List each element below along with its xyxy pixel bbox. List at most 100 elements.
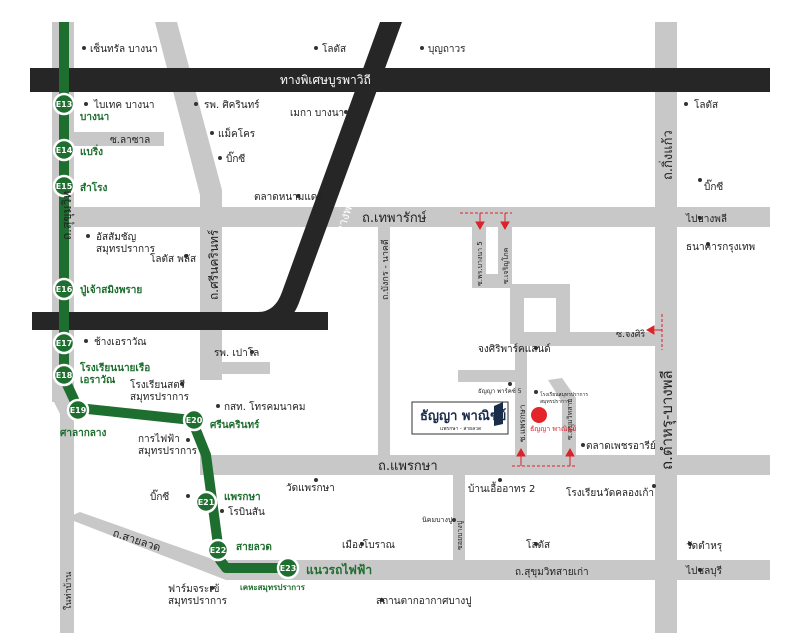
landmark-label: เมกา บางนา bbox=[290, 108, 344, 119]
station-code: E23 bbox=[280, 564, 297, 573]
landmark-mega-bangna: เมกา บางนา bbox=[290, 108, 348, 119]
road-soi-connector bbox=[510, 284, 524, 344]
landmark-label: ธัญญา พาร์คช์ 5 bbox=[478, 387, 522, 395]
entry-arrows bbox=[460, 212, 663, 467]
arrow-head-3 bbox=[645, 325, 655, 335]
label-sukhumvit-old: ถ.สุขุมวิทสายเก่า bbox=[515, 567, 589, 578]
landmark-dot-icon bbox=[652, 484, 656, 488]
landmark-jongsiri-park: จงศิริพาร์คแลนด์ bbox=[478, 343, 551, 355]
project-sign bbox=[411, 401, 509, 435]
landmark-label: บุญถาวร bbox=[428, 44, 466, 55]
landmark-dot-icon bbox=[84, 339, 88, 343]
landmark-dot-icon bbox=[508, 382, 512, 386]
station-name-e20: ศรีนครินทร์ bbox=[210, 419, 260, 431]
landmark-label: บิ๊กซี bbox=[150, 489, 169, 503]
landmark-dot-icon bbox=[210, 131, 214, 135]
landmark-dot-icon bbox=[296, 194, 300, 198]
bts-station-e20: E20 bbox=[182, 408, 206, 432]
landmark-pai-chonburi: ไปชลบุรี bbox=[685, 565, 723, 577]
landmark-label: นิคมบางปู bbox=[422, 516, 453, 524]
landmark-dot-icon bbox=[380, 598, 384, 602]
station-name-e21: แพรกษา bbox=[224, 492, 261, 503]
landmark-label: แม็คโคร bbox=[218, 126, 256, 140]
landmark-dot-icon bbox=[706, 242, 710, 246]
label-soi-project: ซ.สุขุมวิทสาย bbox=[566, 399, 574, 441]
landmark-robinson: โรบินสัน bbox=[220, 505, 265, 518]
landmark-label: โลตัส bbox=[322, 42, 346, 55]
road-sai-luat bbox=[66, 512, 232, 580]
station-circle-icon bbox=[52, 277, 76, 301]
landmark-dot-icon bbox=[698, 178, 702, 182]
road-network bbox=[52, 22, 770, 633]
landmark-bunthawon: บุญถาวร bbox=[420, 44, 466, 55]
landmark-dot-icon bbox=[698, 216, 702, 220]
label-thepharak: ถ.เทพารักษ์ bbox=[362, 210, 427, 226]
landmark-label: ตลาดหนามแดง bbox=[254, 192, 322, 203]
station-code: E16 bbox=[56, 285, 73, 294]
station-circle-icon bbox=[206, 538, 230, 562]
road-sukhumvit-old bbox=[226, 560, 770, 580]
landmark-label: จงศิริพาร์คแลนด์ bbox=[478, 343, 551, 355]
road-soi-connector-v bbox=[556, 284, 570, 332]
landmark-label: โลตัส bbox=[694, 98, 718, 111]
landmark-dot-icon bbox=[220, 509, 224, 513]
landmark-dot-icon bbox=[218, 156, 222, 160]
landmark-label: อัสสัมชัญ bbox=[96, 232, 136, 243]
landmark-label: บิ๊กซี bbox=[704, 179, 723, 193]
landmark-label: สมุทรปราการ bbox=[540, 399, 570, 405]
station-name-e13: บางนา bbox=[80, 112, 109, 123]
landmark-assumption: อัสสัมชัญสมุทรปราการ bbox=[86, 232, 156, 255]
arrow-head-4 bbox=[516, 447, 526, 457]
bts-station-e13: E13 bbox=[52, 92, 76, 116]
landmark-rong-rian-satri: โรงเรียนสตรีสมุทรปราการ bbox=[130, 378, 190, 403]
landmark-bangkok-bank: ธนาคารกรุงเทพ bbox=[686, 242, 755, 253]
landmark-dot-icon bbox=[452, 518, 456, 522]
landmark-label: รพ. เปาโล bbox=[214, 346, 259, 359]
landmark-dot-icon bbox=[688, 542, 692, 546]
landmark-label: สมุทรปราการ bbox=[168, 596, 228, 607]
landmark-label: การไฟฟ้า bbox=[138, 433, 180, 445]
station-code: E19 bbox=[70, 406, 87, 415]
landmark-lotus-right: โลตัส bbox=[684, 98, 718, 111]
landmark-label: วัดแพรกษา bbox=[286, 483, 335, 494]
bts-station-e15: E15 bbox=[52, 174, 76, 198]
landmark-wat-phraeksa: วัดแพรกษา bbox=[286, 478, 335, 494]
station-name-e14: แบริ่ง bbox=[80, 144, 103, 158]
landmark-bigc-1: บิ๊กซี bbox=[218, 151, 245, 165]
station-circle-icon bbox=[276, 556, 300, 580]
landmark-bigc-2: บิ๊กซี bbox=[150, 489, 190, 503]
landmark-tanya-park5: ธัญญา พาร์คช์ 5 bbox=[478, 382, 522, 395]
landmark-pea: การไฟฟ้าสมุทรปราการ bbox=[138, 433, 198, 457]
bts-station-e23: E23 bbox=[276, 556, 300, 580]
highways bbox=[30, 22, 770, 330]
landmark-label: ไปบางพลี bbox=[685, 213, 727, 225]
station-circle-icon bbox=[52, 174, 76, 198]
landmark-label: โรงเรียนสตรี bbox=[130, 378, 186, 391]
label-soi-jongsiri: ซ.จงศิริ bbox=[616, 329, 645, 340]
road-soi-park5 bbox=[458, 370, 518, 382]
label-sai-luat: ถ.สายลวด bbox=[111, 526, 162, 554]
landmark-dot-icon bbox=[250, 350, 254, 354]
landmark-central-bangna: เซ็นทรัล บางนา bbox=[82, 41, 158, 55]
landmark-dot-icon bbox=[534, 542, 538, 546]
station-circle-icon bbox=[52, 363, 76, 387]
bts-station-e17: E17 bbox=[52, 331, 76, 355]
road-tamru-bangphli bbox=[655, 22, 677, 633]
station-code: E21 bbox=[198, 498, 215, 507]
station-circle-icon bbox=[194, 490, 218, 514]
landmark-dot-icon bbox=[420, 46, 424, 50]
landmark-label: โรบินสัน bbox=[228, 505, 265, 518]
road-phraeksa bbox=[200, 455, 770, 475]
landmark-label: บิ๊กซี bbox=[226, 151, 245, 165]
road-soi-connector-h bbox=[510, 284, 570, 298]
bts-station-e18: E18 bbox=[52, 363, 76, 387]
station-code: E13 bbox=[56, 100, 73, 109]
landmark-label: วัดตำหรุ bbox=[686, 541, 723, 552]
landmark-market-phet: ตลาดเพชรอารีย์ bbox=[581, 440, 656, 452]
station-code: E15 bbox=[56, 182, 73, 191]
station-code: E20 bbox=[186, 416, 203, 425]
label-tamru-bangphli: ถ.ตำหรุ-บางพลี bbox=[658, 370, 677, 470]
landmark-lotus-bottom: โลตัส bbox=[526, 538, 550, 551]
road-soi-lasalle bbox=[74, 132, 164, 146]
